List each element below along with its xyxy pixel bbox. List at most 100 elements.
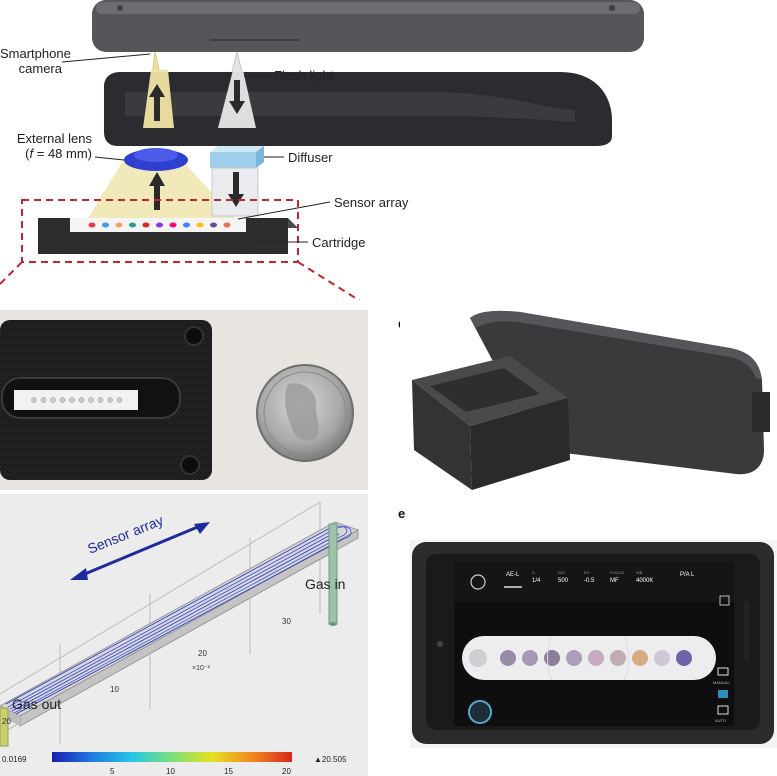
camera-setting-value[interactable]: 4000K [636,578,653,584]
colorbar-tick: 10 [166,767,175,776]
sensor-dot [102,222,109,228]
up-arrow-icon [149,84,165,121]
camera-corner-label: P/A L [680,572,695,578]
sensor-dot [59,397,66,403]
sensor-dots [88,222,231,228]
sensor-dot [610,650,626,666]
sensor-dot [88,222,96,228]
diffuser-label: Diffuser [288,150,333,165]
sensor-dot [97,397,104,403]
sensor-dot [183,222,190,228]
down-arrow-icon [228,172,244,207]
photo-sensor-dots [31,397,123,403]
sensor-dot [500,650,516,666]
smartphone-camera-label: Smartphone camera [0,46,71,76]
camera-mode-label: AE-L [506,572,520,578]
diffuser-block [210,146,264,168]
panel-b-cartridge-photo [0,310,368,490]
panel-c-simulation: Sensor array Gas in Gas out 30 20 10 20 … [0,494,368,776]
smartphone-camera-label-line1: Smartphone [0,46,71,61]
sensor-dot [223,222,231,228]
gas-out-pipe [0,707,9,747]
panel-d-attachment-photo [400,300,777,510]
sensor-dot [142,222,150,228]
attachment-drawing [400,300,777,510]
cartridge-photo-drawing [0,310,368,490]
external-lens-label-line2: (f = 48 mm) [25,146,92,161]
sensor-dot [156,222,163,228]
sensor-dot [50,397,56,403]
sensor-dot [588,650,604,666]
side-mode-label: AUTO [715,718,726,723]
video-icon[interactable] [717,667,729,676]
axis-tick: 10 [110,685,119,694]
camera-setting-label: S [532,570,535,575]
colorbar-tick: 5 [110,767,115,776]
gas-in-label: Gas in [305,576,345,592]
axis-unit: ×10⁻² [192,665,211,672]
shutter-button[interactable] [468,700,492,724]
screen-sensor-dots [500,650,692,666]
auto-mode-icon[interactable] [717,705,729,715]
camera-setting-value[interactable]: 1/4 [532,578,541,584]
camera-setting-label: WB [636,570,643,575]
camera-setting-value[interactable]: 500 [558,578,569,584]
sensor-dot [78,397,85,403]
sensor-dot [522,650,538,666]
camera-setting-label: EV [584,570,590,575]
axis-tick: 30 [282,617,291,626]
colorbar-min-label: 0.0169 [2,755,27,764]
sensor-dot [107,397,113,403]
sensor-dot [210,222,217,228]
sensor-dot [115,222,123,228]
back-icon[interactable] [470,574,486,590]
colorbar-tick: 15 [224,767,233,776]
axis-tick: 20 [198,649,207,658]
axis-tick: 20 [2,717,11,726]
sensor-dot [676,650,692,666]
camera-setting-value[interactable]: MF [610,578,619,584]
sensor-dot [632,650,648,666]
colorbar-max-label: ▲20.505 [314,755,347,764]
screw-icon [184,326,204,346]
sensor-dot [129,222,136,228]
focal-length-symbol: f [29,146,34,161]
gas-out-label: Gas out [12,696,61,712]
cartridge-highlight-box [21,199,299,263]
flow-streamlines [5,525,352,715]
flash-light-label: Flash light [274,68,334,83]
colorbar [52,752,292,762]
gear-icon[interactable] [719,595,730,606]
sensor-dot [654,650,670,666]
lens-light-cone [88,158,235,218]
sensor-dot [169,222,177,228]
gas-in-pipe [328,523,338,625]
screw-icon [180,455,200,475]
smartphone-camera-label-line2: camera [18,61,62,76]
camera-setting-value[interactable]: -0.5 [584,578,595,584]
cartridge-label: Cartridge [312,235,366,250]
down-arrow-icon [229,80,245,114]
focal-length-value: = 48 mm) [33,146,92,161]
panel-letter-e: e [398,506,406,521]
side-mode-label: MANUAL [713,680,730,685]
sensor-dot [69,397,75,403]
sensor-dot [31,397,37,403]
flow-simulation-drawing: Sensor array Gas in Gas out 30 20 10 20 … [0,494,368,776]
colorbar-tick: 20 [282,767,291,776]
sensor-dot [40,397,47,403]
camera-icon[interactable] [469,649,487,667]
cartridge [38,218,298,254]
sensor-strip [14,390,138,410]
manual-mode-icon[interactable] [718,690,728,698]
sensor-dot [196,222,204,228]
sensor-dot [544,650,560,666]
camera-setting-label: FOCUS [610,570,624,575]
panel-a-diagram [0,0,644,300]
sensor-array-label: Sensor array [334,195,409,210]
sensor-dot [88,397,94,403]
sensor-dot [566,650,582,666]
external-lens-label: External lens (f = 48 mm) [0,131,92,161]
